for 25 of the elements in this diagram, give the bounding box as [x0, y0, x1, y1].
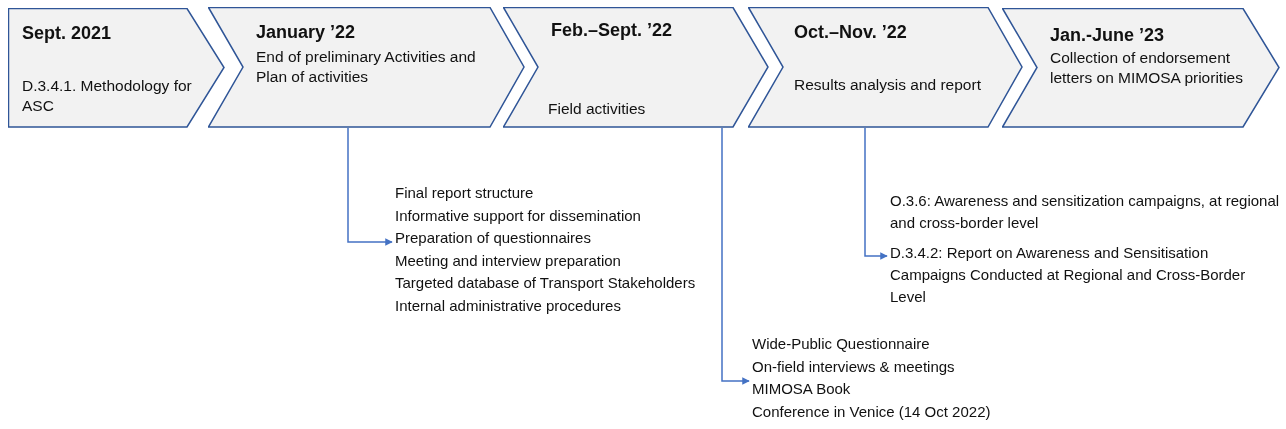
date-heading: Oct.–Nov. ’22: [794, 21, 908, 44]
task-item: Preparation of questionnaires: [395, 228, 592, 248]
task-item: Wide-Public Questionnaire: [752, 334, 931, 354]
stage-description: End of preliminary Activities and Plan of activities: [256, 47, 477, 88]
date-heading: Feb.–Sept. ’22: [551, 19, 674, 42]
deliverable-text: D.3.4.2: Report on Awareness and Sensitisation Campaigns Conducted at Regional and Cross-Border Level: [890, 243, 1247, 307]
task-item: MIMOSA Book: [752, 379, 852, 399]
task-item: Informative support for dissemination: [395, 205, 642, 226]
date-heading: January ’22: [256, 21, 357, 44]
task-item: On-field interviews & meetings: [752, 356, 956, 377]
stage-description: Collection of endorsement letters on MIMOSA priorities: [1050, 48, 1244, 89]
task-item: Final report structure: [395, 183, 535, 203]
task-item: Targeted database of Transport Stakeholders: [395, 273, 697, 293]
stage-description: Results analysis and report: [794, 75, 982, 95]
connector-arrow: [864, 127, 888, 260]
deliverable-text: O.3.6: Awareness and sensitization campaigns, at regional and cross-border level: [890, 191, 1281, 233]
date-heading: Jan.-June ’23: [1050, 24, 1166, 47]
connector-arrow: [721, 127, 750, 385]
stage-description: Field activities: [548, 99, 647, 119]
date-heading: Sept. 2021: [22, 22, 113, 45]
task-item: Meeting and interview preparation: [395, 250, 622, 271]
connector-arrow: [347, 127, 393, 246]
stage-description: D.3.4.1. Methodology for ASC: [22, 76, 193, 117]
task-item: Internal administrative procedures: [395, 295, 622, 316]
task-item: Conference in Venice (14 Oct 2022): [752, 401, 992, 422]
